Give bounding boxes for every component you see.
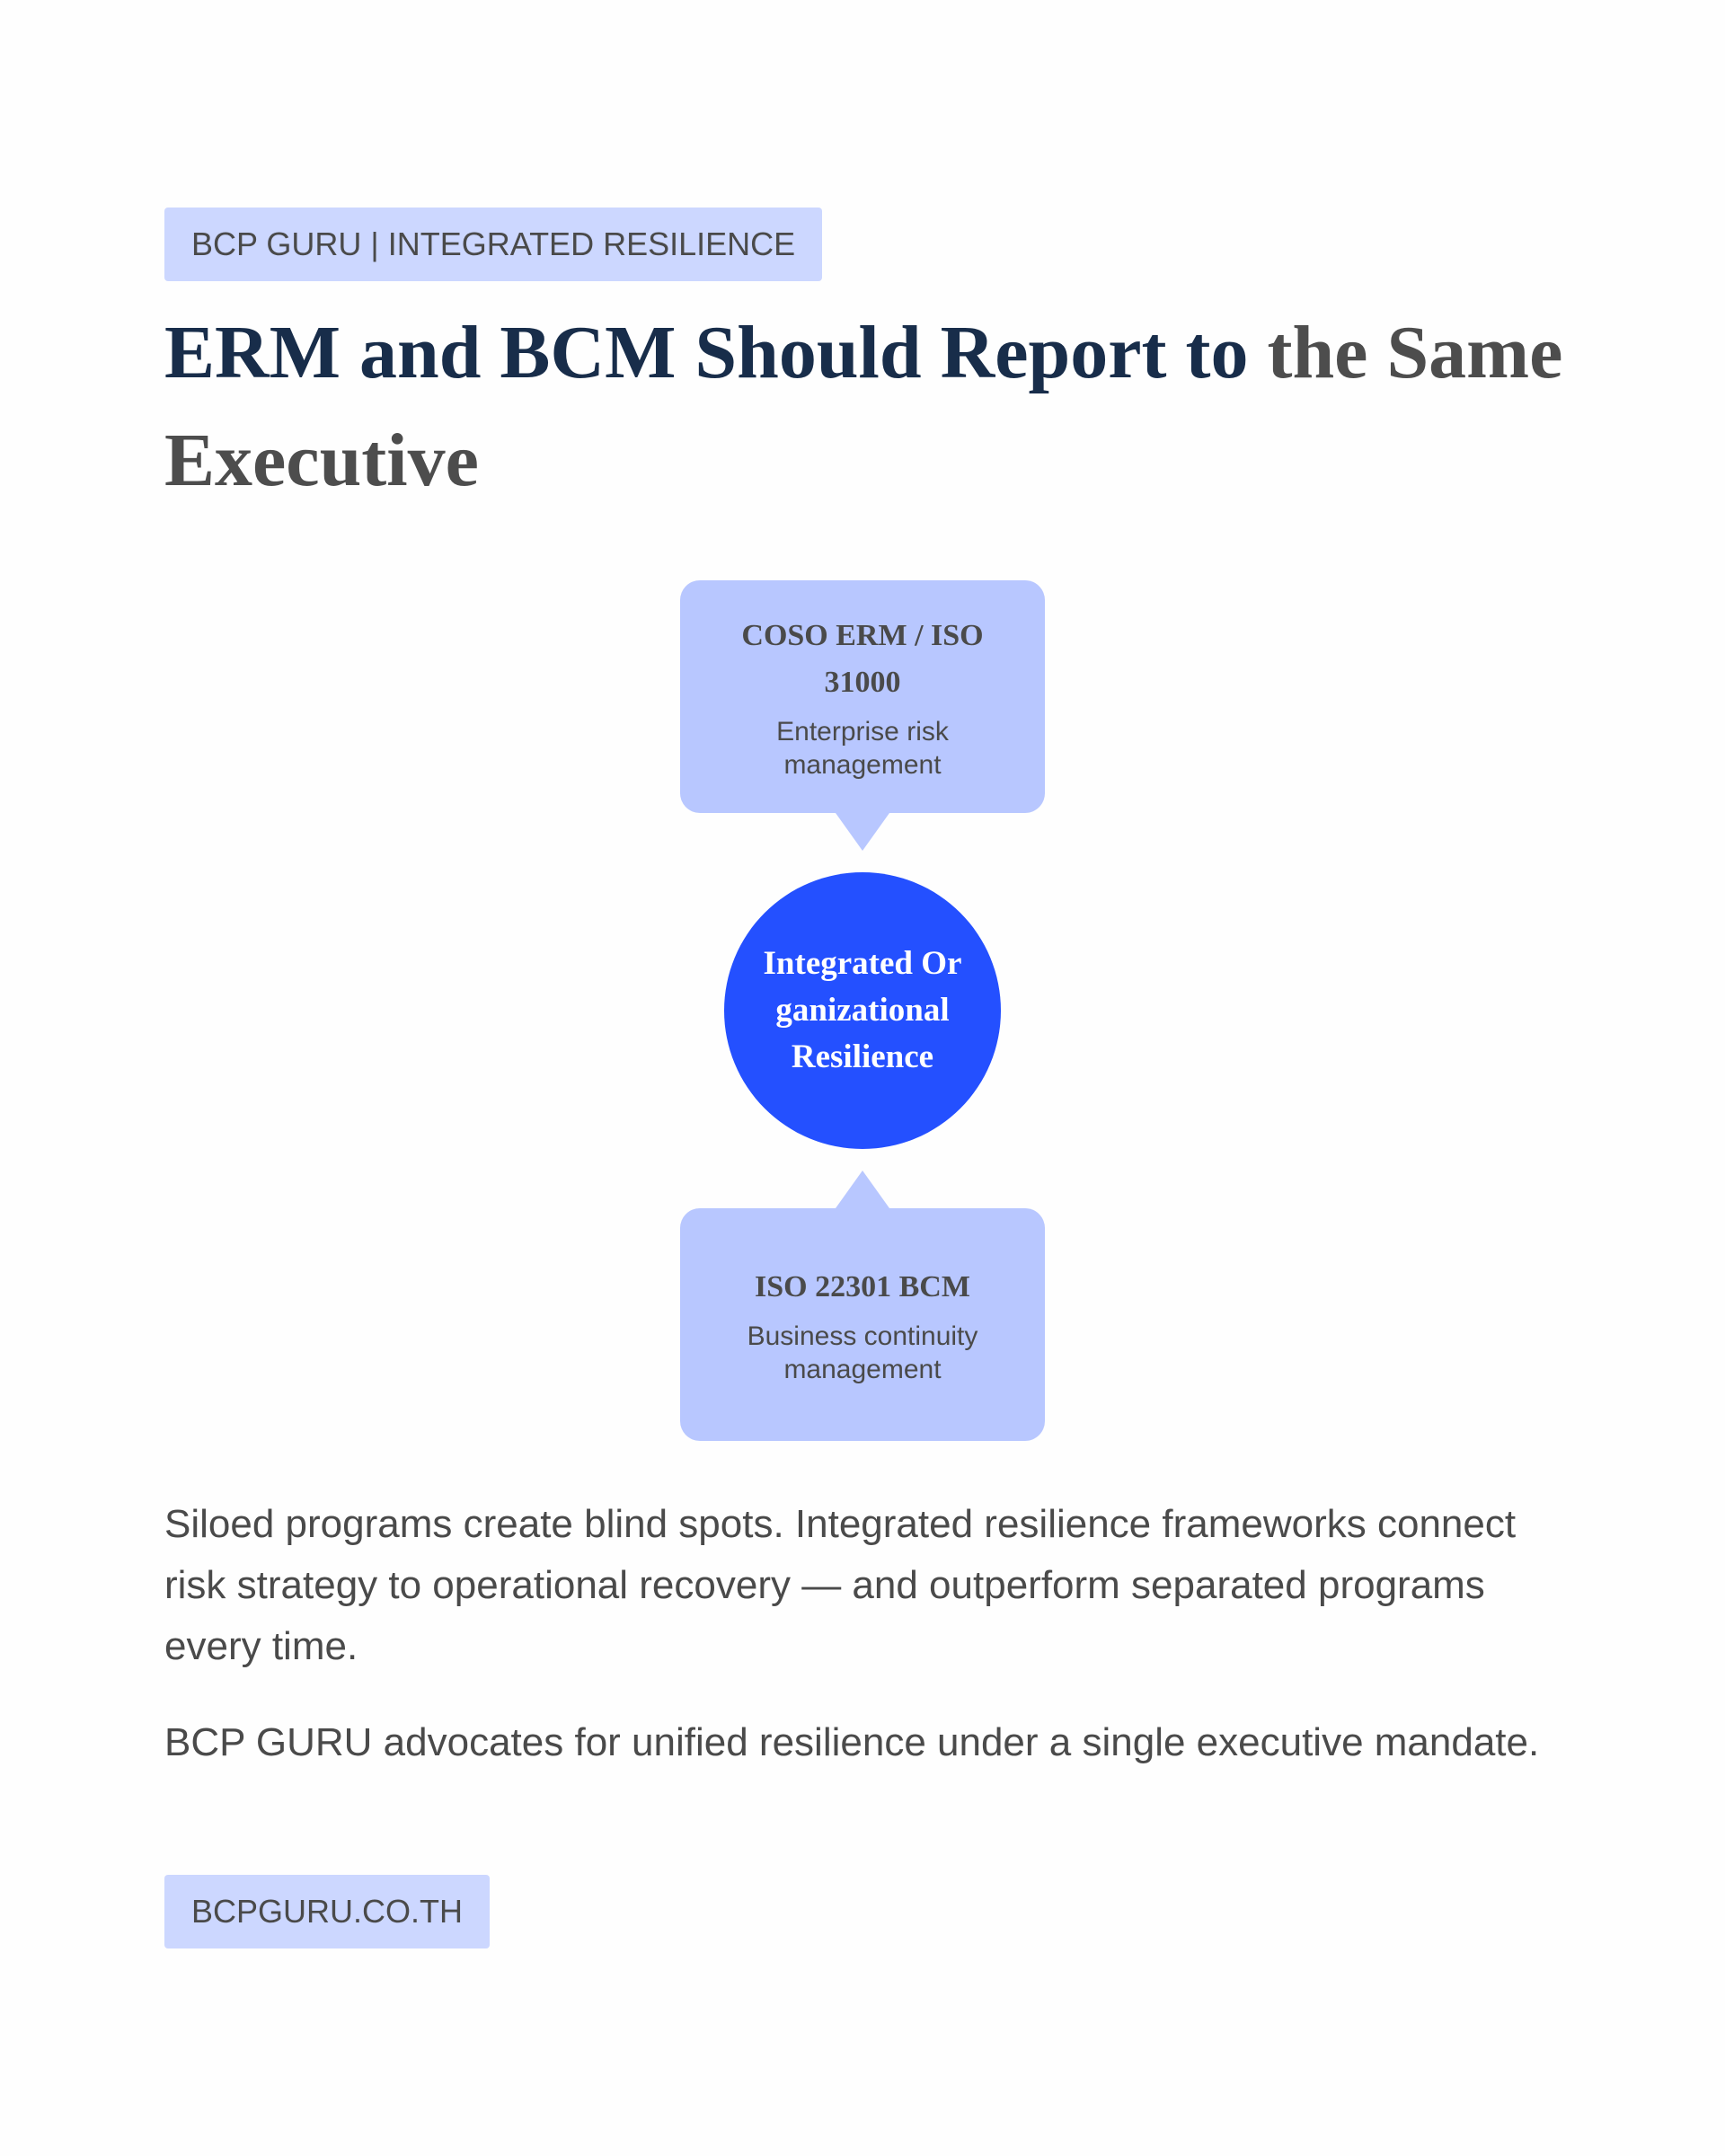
bcm-node-subtitle: Business continuity management (747, 1321, 978, 1384)
erm-node-heading: COSO ERM / ISO 31000 (741, 618, 984, 699)
bcm-node-heading: ISO 22301 BCM (755, 1269, 970, 1303)
hub-label: Integrated Organizational Resilience (763, 945, 962, 1075)
title-rest-text: the Same Executive (164, 311, 1563, 502)
page-title: ERM and BCM Should Report to the Same Ex… (164, 299, 1566, 515)
erm-node: COSO ERM / ISO 31000 Enterprise risk man… (680, 580, 1045, 813)
website-badge[interactable]: BCPGURU.CO.TH (164, 1875, 491, 1948)
body-paragraph: BCP GURU advocates for unified resilienc… (164, 1720, 1540, 1764)
title-accent-text: ERM and BCM Should Report to (164, 311, 1249, 394)
resilience-diagram: COSO ERM / ISO 31000 Enterprise risk man… (680, 580, 1045, 1441)
integrated-resilience-hub: Integrated Organizational Resilience (724, 872, 1001, 1149)
eyebrow-badge: BCP GURU | INTEGRATED RESILIENCE (164, 208, 823, 281)
bcm-node: ISO 22301 BCM Business continuity manage… (680, 1208, 1045, 1441)
erm-node-subtitle: Enterprise risk management (776, 716, 949, 780)
erm-pointer-arrow (836, 813, 889, 851)
body-paragraph: Siloed programs create blind spots. Inte… (164, 1502, 1517, 1668)
bcm-pointer-arrow (836, 1171, 889, 1208)
